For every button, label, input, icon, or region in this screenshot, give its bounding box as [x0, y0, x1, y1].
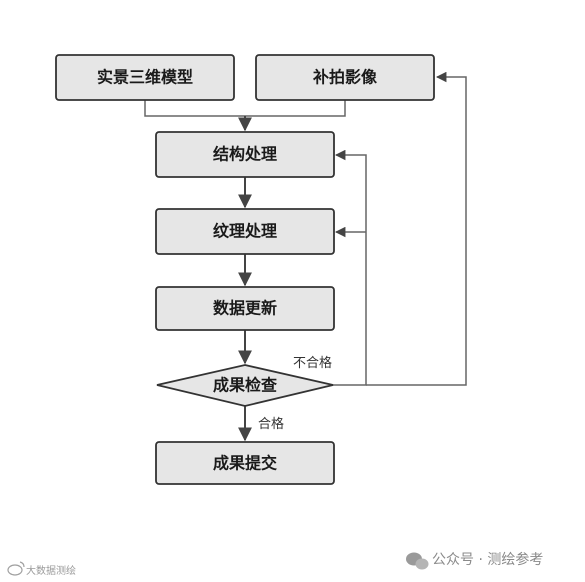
- edge-label-pass: 合格: [258, 416, 284, 432]
- edge-model-merge: [144, 100, 346, 117]
- node-check-label: 成果检查: [213, 376, 277, 395]
- node-structure: 结构处理: [155, 131, 335, 178]
- edge-label-fail: 不合格: [293, 355, 332, 371]
- node-submit: 成果提交: [155, 441, 335, 485]
- node-reshoot: 补拍影像: [255, 54, 435, 101]
- wechat-icon: [406, 552, 429, 570]
- node-check: 成果检查: [156, 364, 334, 407]
- node-submit-label: 成果提交: [213, 454, 277, 473]
- watermark-corner: 大数据测绘: [7, 561, 76, 577]
- node-model: 实景三维模型: [55, 54, 235, 101]
- node-texture-label: 纹理处理: [213, 222, 277, 241]
- node-texture: 纹理处理: [155, 208, 335, 255]
- connectors: [144, 71, 467, 442]
- node-structure-label: 结构处理: [212, 145, 277, 164]
- watermark-main: 公众号 · 测绘参考: [406, 551, 543, 570]
- node-update-label: 数据更新: [213, 299, 277, 318]
- watermark-main-text: 公众号 · 测绘参考: [432, 551, 543, 568]
- node-model-label: 实景三维模型: [97, 68, 193, 87]
- watermark-corner-text: 大数据测绘: [26, 564, 76, 577]
- edge-fail-to-reshoot: [366, 71, 467, 386]
- node-update: 数据更新: [155, 286, 335, 331]
- edge-fail-to-structure: [333, 149, 367, 386]
- node-reshoot-label: 补拍影像: [312, 68, 378, 87]
- weibo-icon: [7, 561, 25, 576]
